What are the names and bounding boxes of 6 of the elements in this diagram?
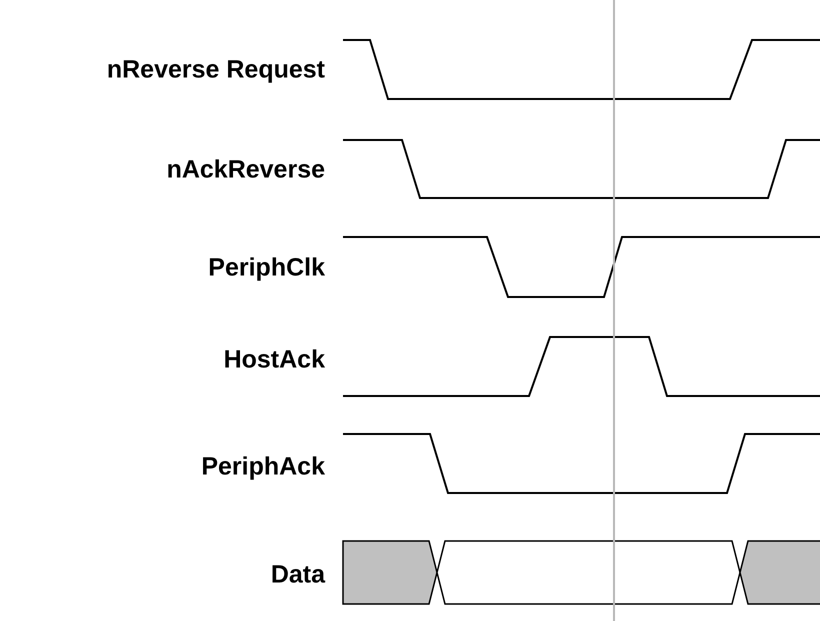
signal-name: PeriphAck (201, 452, 325, 482)
signal-name: Data (270, 560, 325, 590)
signal-name: PeriphClk (208, 254, 325, 282)
signal-name: nReverse Request (106, 56, 325, 84)
signal-name: nAckReverse (166, 156, 325, 184)
signal-name: HostAck (224, 346, 325, 374)
